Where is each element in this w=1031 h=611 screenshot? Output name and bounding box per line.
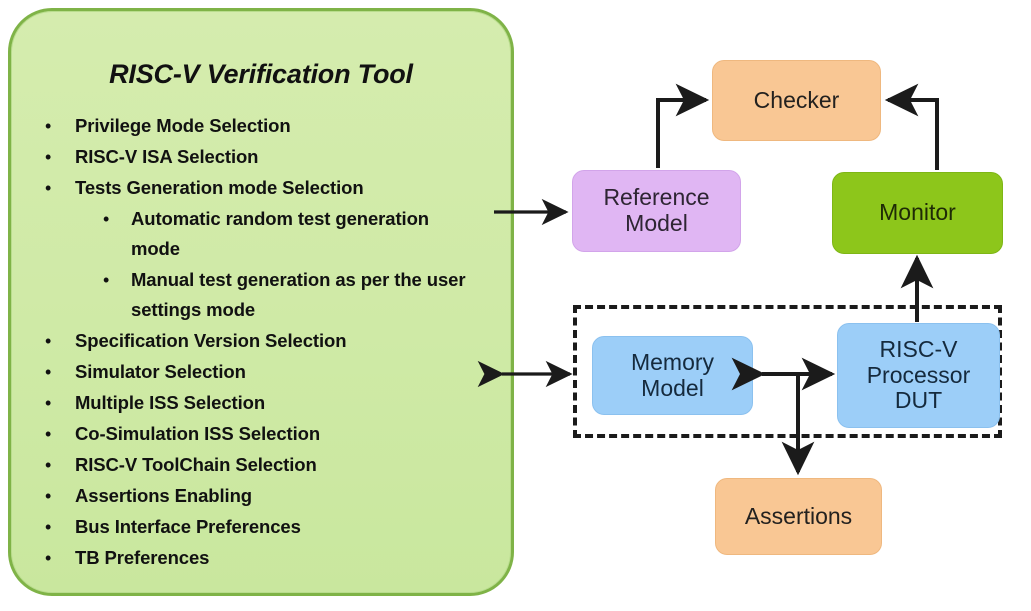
bullet-icon: • <box>45 116 52 136</box>
bullet-icon: • <box>103 270 110 290</box>
list-item[interactable]: • Automatic random test generation mode <box>41 204 493 264</box>
node-risc-v-processor-dut[interactable]: RISC-V Processor DUT <box>837 323 1000 428</box>
list-item[interactable]: • Privilege Mode Selection <box>41 111 493 141</box>
list-item-label: Multiple ISS Selection <box>75 392 266 413</box>
tool-feature-list: • Privilege Mode Selection • RISC-V ISA Sel… <box>41 111 493 574</box>
node-monitor[interactable]: Monitor <box>832 172 1003 254</box>
list-item-label: Bus Interface Preferences <box>75 516 301 537</box>
node-dut-label-line1: RISC-V <box>879 335 958 362</box>
list-item-label: TB Preferences <box>75 547 210 568</box>
bullet-icon: • <box>45 362 52 382</box>
list-item-label: Automatic random test generation mode <box>131 208 429 259</box>
arrow-reference-model-to-checker <box>656 83 710 168</box>
node-checker-label: Checker <box>753 86 840 113</box>
node-dut-label-line3: DUT <box>894 387 943 414</box>
node-monitor-label: Monitor <box>879 199 956 226</box>
list-item-label: Co-Simulation ISS Selection <box>75 423 321 444</box>
node-reference-model[interactable]: Reference Model <box>572 170 741 252</box>
risc-v-verification-tool-panel: RISC-V Verification Tool • Privilege Mode… <box>8 8 514 596</box>
list-item[interactable]: • Multiple ISS Selection <box>41 388 493 418</box>
list-item-label: Assertions Enabling <box>75 485 252 506</box>
bullet-icon: • <box>45 147 52 167</box>
list-item[interactable]: • Assertions Enabling <box>41 481 493 511</box>
list-item-label: RISC-V ToolChain Selection <box>75 454 317 475</box>
node-reference-model-label-line2: Model <box>625 210 688 236</box>
bullet-icon: • <box>45 393 52 413</box>
node-risc-v-processor-dut-label: RISC-V Processor DUT <box>866 335 971 414</box>
list-item[interactable]: • Manual test generation as per the user … <box>41 265 493 325</box>
list-item[interactable]: • Co-Simulation ISS Selection <box>41 419 493 449</box>
node-memory-model[interactable]: Memory Model <box>592 336 753 415</box>
list-item-label: Simulator Selection <box>75 361 246 382</box>
bullet-icon: • <box>45 455 52 475</box>
node-reference-model-label-line1: Reference <box>603 184 710 211</box>
bullet-icon: • <box>45 178 52 198</box>
list-item-label: RISC-V ISA Selection <box>75 146 259 167</box>
arrow-monitor-to-checker <box>884 83 939 170</box>
list-item-label: Manual test generation as per the user s… <box>131 269 466 320</box>
bullet-icon: • <box>45 548 52 568</box>
node-assertions[interactable]: Assertions <box>715 478 882 555</box>
list-item[interactable]: • RISC-V ISA Selection <box>41 142 493 172</box>
node-memory-model-label: Memory Model <box>630 348 715 402</box>
list-item[interactable]: • Tests Generation mode Selection <box>41 173 493 203</box>
list-item-label: Specification Version Selection <box>75 330 347 351</box>
list-item[interactable]: • TB Preferences <box>41 543 493 573</box>
node-dut-label-line2: Processor <box>866 361 971 388</box>
bullet-icon: • <box>45 517 52 537</box>
page-title: RISC-V Verification Tool <box>109 59 413 89</box>
list-item-label: Tests Generation mode Selection <box>75 177 364 198</box>
list-item-label: Privilege Mode Selection <box>75 115 291 136</box>
dut-environment-boundary <box>573 305 1002 438</box>
bullet-icon: • <box>45 424 52 444</box>
node-memory-model-label-line1: Memory <box>630 348 715 375</box>
node-memory-model-label-line2: Model <box>641 374 704 401</box>
node-reference-model-label: Reference Model <box>603 184 710 237</box>
bullet-icon: • <box>45 486 52 506</box>
list-item[interactable]: • Bus Interface Preferences <box>41 512 493 542</box>
bullet-icon: • <box>103 209 110 229</box>
list-item[interactable]: • RISC-V ToolChain Selection <box>41 450 493 480</box>
list-item[interactable]: • Simulator Selection <box>41 357 493 387</box>
bullet-icon: • <box>45 331 52 351</box>
node-checker[interactable]: Checker <box>712 60 881 141</box>
node-assertions-label: Assertions <box>744 502 853 529</box>
list-item[interactable]: • Specification Version Selection <box>41 326 493 356</box>
